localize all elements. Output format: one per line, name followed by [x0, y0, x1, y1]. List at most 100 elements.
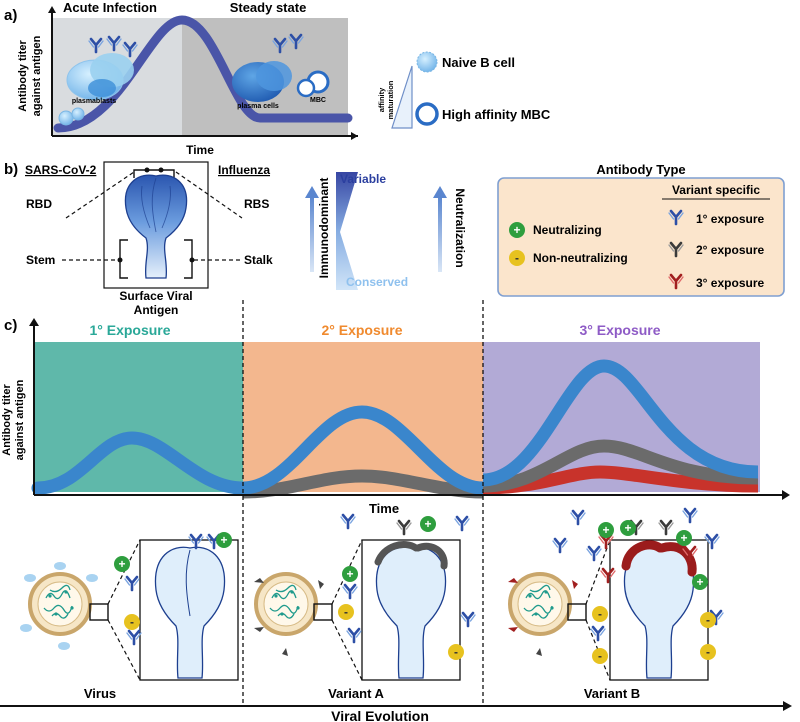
exposure-2-title: 2° Exposure [321, 322, 402, 338]
gray-titer-curve-3 [482, 439, 759, 493]
immunodominant-arrow-icon [305, 186, 319, 198]
mbc-cell-icon-2 [296, 78, 316, 98]
blue-titer-curve-2 [242, 405, 484, 495]
mutated-region [414, 542, 448, 570]
neutralizing-badge-icon [342, 566, 358, 582]
non-neutralizing-badge-icon [448, 644, 464, 660]
mutated-spike-icon [572, 580, 578, 589]
mutated-spike-icon [508, 578, 518, 583]
badge-sign: - [130, 615, 134, 629]
antibody-gray-icon [395, 519, 413, 536]
badge-sign: + [424, 517, 431, 531]
spike-antigen-icon [623, 546, 695, 679]
virion-icon [254, 572, 318, 636]
mutated-spike-icon [282, 648, 288, 656]
badge-sign: + [624, 521, 631, 535]
gray-titer-curve-2 [242, 469, 484, 499]
variant-a-label: Variant A [328, 686, 384, 701]
exposure-2-label: 2° exposure [696, 243, 764, 257]
neutralization-arrow-shaft [438, 196, 442, 272]
neutralizing-badge-icon [598, 522, 614, 538]
non-neutralizing-badge-sign: - [515, 251, 519, 265]
badge-sign: + [696, 575, 703, 589]
neutralizing-label: Neutralizing [533, 223, 602, 237]
virion-icon [508, 572, 572, 636]
mutated-spike-icon [254, 627, 264, 632]
panel-c-x-arrow-icon [782, 490, 790, 500]
panel-c-label: c) [4, 317, 17, 334]
non-neutralizing-badge-icon [700, 644, 716, 660]
immunodominant-arrow-shaft [310, 196, 314, 272]
panel-a-x-arrow-icon [351, 132, 358, 140]
plasmablast-nucleus-icon [88, 79, 116, 97]
panel-c-y-arrow-icon [29, 318, 39, 326]
neutralizing-badge-icon [114, 556, 130, 572]
spike-blue-icon [86, 574, 98, 582]
antibody-icon [339, 513, 357, 530]
rbd-label: RBD [26, 197, 52, 211]
top-bracket-dot [158, 167, 164, 173]
antibody-gray-icon [657, 519, 675, 536]
antibody-icon [585, 545, 603, 562]
plasma-cell-icon-2 [256, 61, 292, 91]
surface-antigen-label-2: Antigen [134, 303, 179, 317]
stalk-dot [189, 257, 195, 263]
panel-a: a) Acute Infection Steady state Time Ant… [4, 0, 551, 157]
affinity-maturation-triangle [391, 65, 413, 129]
badge-sign: - [706, 645, 710, 659]
spike-blue-icon [20, 624, 32, 632]
zoom-box [89, 603, 109, 621]
stem-dot [117, 257, 123, 263]
naive-cell-small-icon [58, 110, 74, 126]
badge-sign: + [118, 557, 125, 571]
panel-a-y-label-1: Antibody titer [17, 40, 29, 112]
spike-antigen-icon [375, 546, 447, 679]
badge-sign: - [598, 607, 602, 621]
antibody-icon [453, 515, 471, 532]
affinity-label-2: maturation [386, 80, 395, 119]
rbd-leader [65, 171, 135, 219]
plasmablast-cell-icon-2 [90, 53, 134, 87]
neutralization-label: Neutralization [453, 188, 467, 267]
panel-a-label: a) [4, 7, 17, 24]
panel-b-label: b) [4, 161, 18, 178]
zoom-line [585, 619, 611, 681]
panel-a-y-arrow-icon [48, 6, 56, 13]
neutralizing-badge-icon [420, 516, 436, 532]
zoom-line [585, 539, 611, 605]
exposure-1-title: 1° Exposure [89, 322, 170, 338]
antibody-icon [551, 537, 569, 554]
influenza-label: Influenza [218, 163, 270, 177]
top-bracket-dot [144, 167, 150, 173]
panel-c-x-label: Time [369, 501, 399, 516]
panel-a-y-label-2: against antigen [31, 35, 43, 116]
exposure-1-bg [34, 342, 243, 492]
antibody-icon [681, 507, 699, 524]
panel-a-titer-curve [53, 15, 353, 133]
antibody-icon [589, 625, 607, 642]
naive-b-cell-label: Naive B cell [442, 55, 515, 70]
variant-b-label: Variant B [584, 686, 640, 701]
surface-antigen-frame [103, 161, 209, 289]
mutated-region [374, 541, 420, 566]
acute-infection-title: Acute Infection [63, 0, 157, 15]
non-neutralizing-badge-icon [592, 606, 608, 622]
non-neutralizing-badge-icon [700, 612, 716, 628]
panel-a-x-label: Time [186, 143, 214, 157]
zoom-box [313, 603, 333, 621]
antibody-type-legend [497, 177, 785, 297]
variable-label: Variable [340, 172, 386, 186]
badge-sign: - [706, 613, 710, 627]
non-neutralizing-badge-icon [338, 604, 354, 620]
antibody-icon [459, 611, 477, 628]
mutated-spike-icon [318, 580, 324, 589]
badge-sign: + [220, 533, 227, 547]
stalk-label: Stalk [244, 253, 273, 267]
variant-b-illustration: + + + + - - - - Variant B [508, 507, 725, 701]
mutated-region-red [621, 540, 665, 571]
antibody-icon [569, 509, 587, 526]
panel-b: b) SARS-CoV-2 Influenza RBD RBS Stem Sta… [4, 161, 785, 317]
panel-c: c) 1° Exposure 2° Exposure 3° Exposure T… [0, 300, 792, 722]
